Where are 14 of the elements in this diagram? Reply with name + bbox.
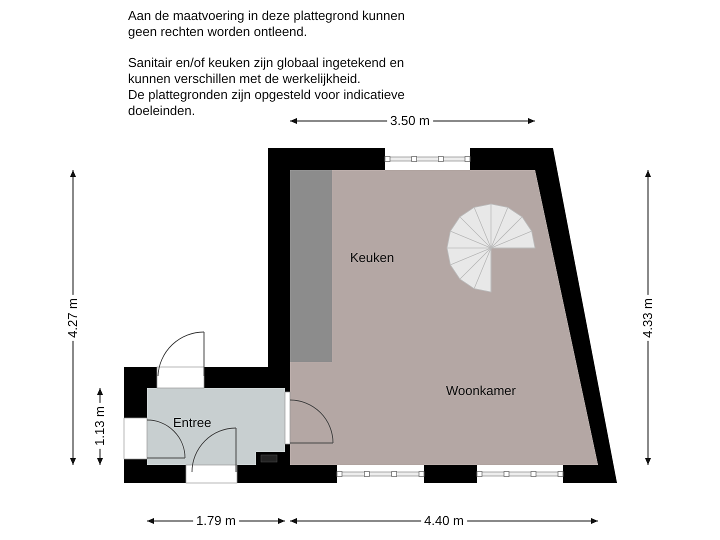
disclaimer-note: Sanitair en/of keuken zijn globaal ingetekend en kunnen verschillen met de werkelijkheid. — [128, 55, 406, 87]
dimension-label: 4.40 m — [421, 514, 467, 528]
room-label: Woonkamer — [446, 383, 516, 398]
dimension-label: 1.13 m — [93, 403, 107, 449]
disclaimer-note: Aan de maatvoering in deze plattegrond kunnen geen rechten worden ontleend. — [128, 8, 406, 40]
dimension-label: 1.79 m — [193, 514, 239, 528]
room-floor — [147, 388, 285, 465]
room-floor — [290, 170, 598, 465]
dimension-label: 4.33 m — [641, 295, 655, 341]
room-label: Entree — [173, 415, 212, 430]
room-label: Keuken — [350, 250, 394, 265]
dimension-label: 4.27 m — [66, 295, 80, 341]
kitchen-counter — [290, 170, 332, 362]
dimension-label: 3.50 m — [387, 114, 433, 128]
